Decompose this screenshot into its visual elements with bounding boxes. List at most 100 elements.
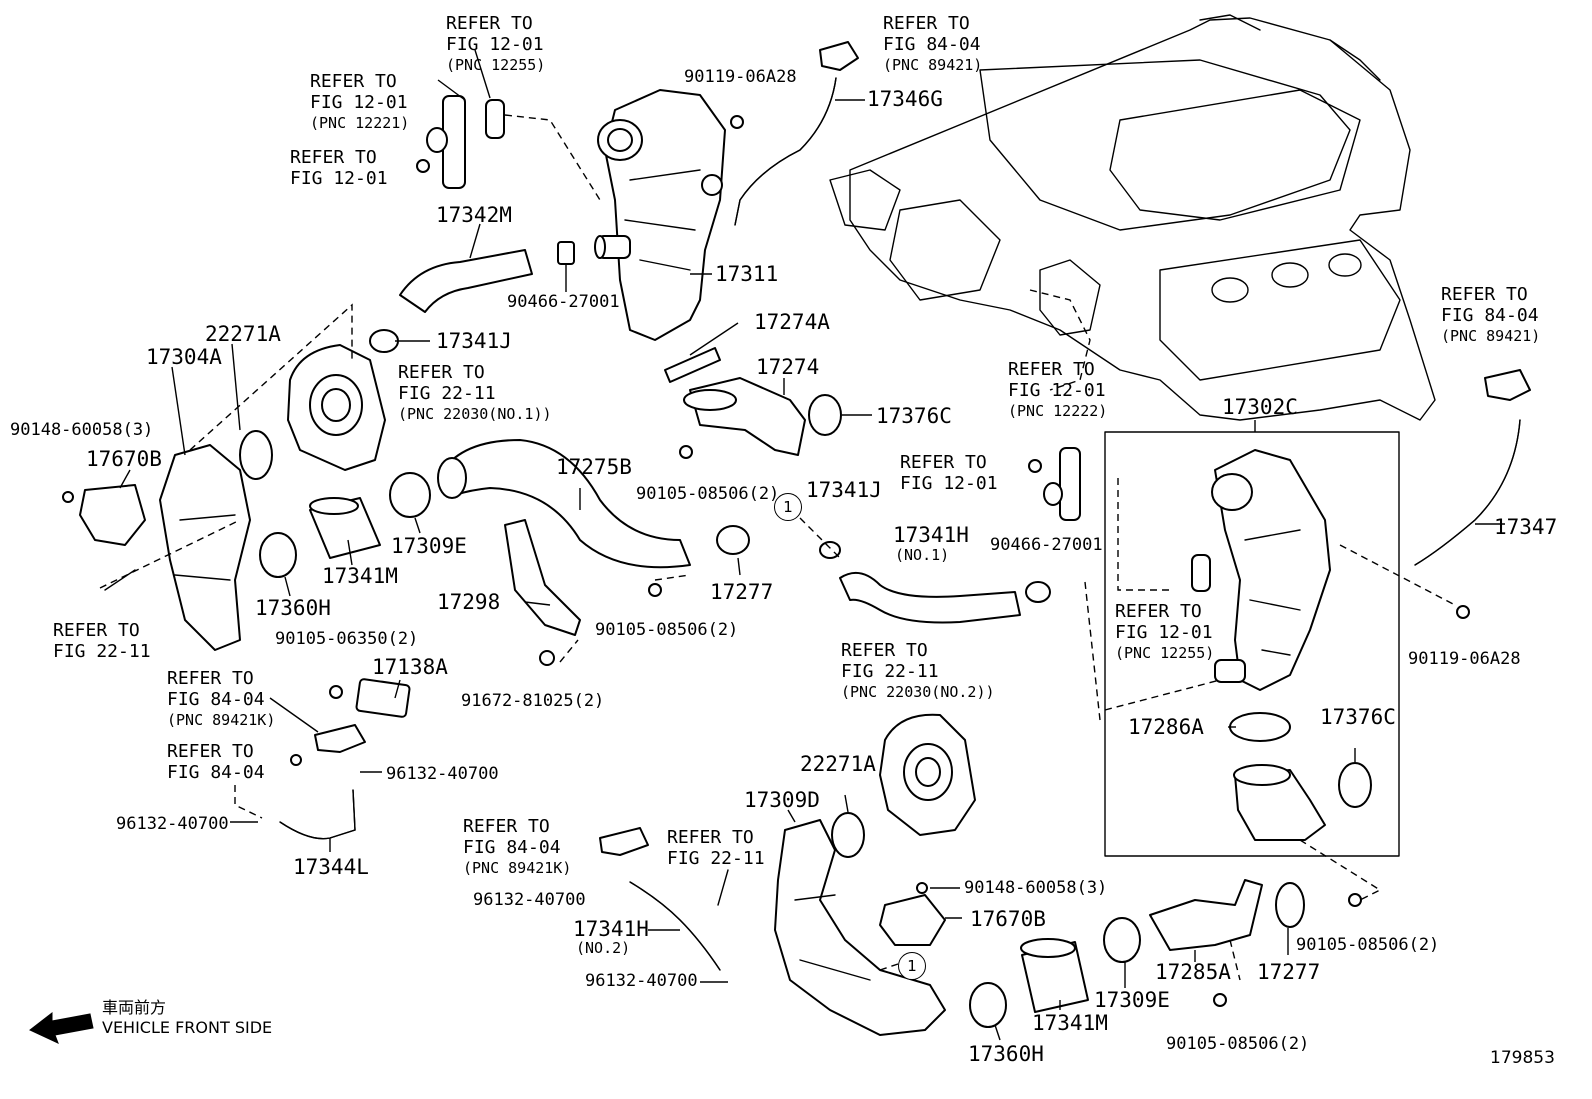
refer-line: REFER TO — [667, 827, 754, 848]
band-17309E-bottom — [1103, 917, 1141, 963]
hose-17342M — [399, 249, 533, 313]
long-bolt-left — [104, 569, 136, 591]
clamp-17341J-mid — [819, 541, 841, 559]
refer-block-r9: REFER TO FIG 12-01 (PNC 12255) — [1115, 601, 1214, 664]
pad-17274A — [664, 347, 721, 383]
gasket-22271A-top — [239, 430, 273, 480]
orientation-en: VEHICLE FRONT SIDE — [102, 1018, 273, 1037]
part-17341M-bottom: 17341M — [1032, 1011, 1108, 1035]
hose-17346G — [734, 77, 837, 226]
clip-90466-top — [557, 241, 575, 265]
refer-block-r7: REFER TO FIG 12-01 — [900, 452, 998, 494]
box-17302C — [1104, 431, 1400, 857]
part-17274: 17274 — [756, 355, 820, 379]
refer-pnc: (PNC 12255) — [446, 56, 546, 74]
part-17341J-mid: 17341J — [806, 478, 882, 502]
bolt-90119-right — [1456, 605, 1470, 619]
throttle-body-no2 — [879, 713, 976, 836]
part-96132-40700-c: 96132-40700 — [473, 890, 586, 910]
vehicle-front-arrow — [29, 1011, 94, 1044]
refer-pnc: (PNC 12221) — [310, 114, 410, 132]
part-90119-06a28-top: 90119-06A28 — [684, 67, 797, 87]
sensor-89421K-left — [314, 724, 366, 753]
gasket-12255-top — [485, 99, 505, 139]
hose-17347 — [1414, 419, 1521, 566]
valve-17670B-bottom — [879, 894, 946, 946]
refer-pnc: (PNC 22030(NO.2)) — [841, 683, 995, 701]
bolt-90105-06350 — [329, 685, 343, 699]
part-17286A: 17286A — [1128, 715, 1204, 739]
part-17138A: 17138A — [372, 655, 448, 679]
outlet-pipe-17302C — [1234, 769, 1326, 841]
gasket-17376C-top — [808, 394, 842, 436]
refer-line: REFER TO — [53, 620, 140, 641]
bolt-90148-bottom — [916, 882, 928, 894]
refer-block-r15: REFER TO FIG 22-11 — [667, 827, 765, 869]
refer-pnc: (PNC 89421K) — [463, 859, 572, 877]
figure-id: 179853 — [1490, 1048, 1555, 1068]
hose-17344L — [279, 789, 356, 840]
refer-block-r5: REFER TO FIG 22-11 (PNC 22030(NO.1)) — [398, 362, 552, 425]
refer-line: REFER TO — [310, 71, 397, 92]
long-bolt-bottom — [717, 869, 729, 906]
refer-block-r3: REFER TO FIG 12-01 (PNC 12221) — [310, 71, 409, 134]
part-90105-08506-bottom: 90105-08506(2) — [1166, 1034, 1310, 1054]
valve-17670B-top — [79, 484, 146, 546]
gasket-22271A-bottom — [831, 812, 865, 858]
refer-block-r11: REFER TO FIG 84-04 (PNC 89421K) — [167, 668, 275, 731]
part-96132-40700-b: 96132-40700 — [116, 814, 229, 834]
refer-line: REFER TO — [883, 13, 970, 34]
part-91672-81025: 91672-81025(2) — [461, 691, 605, 711]
part-17670B-top: 17670B — [86, 447, 162, 471]
gasket-17376C-right — [1338, 762, 1372, 808]
refer-fig: FIG 84-04 — [883, 34, 981, 55]
bolt-84-04-left — [290, 754, 302, 766]
bracket-17138A — [355, 678, 411, 718]
refer-line: REFER TO — [841, 640, 928, 661]
refer-fig: FIG 22-11 — [398, 383, 496, 404]
part-96132-40700-d: 96132-40700 — [585, 971, 698, 991]
refer-fig: FIG 12-01 — [1115, 622, 1213, 643]
refer-pnc: (PNC 89421) — [1441, 327, 1541, 345]
bolt-90119-top — [730, 115, 744, 129]
part-17309D: 17309D — [744, 788, 820, 812]
refer-line: REFER TO — [1441, 284, 1528, 305]
leader-lines — [119, 49, 1505, 1041]
dashed-relation-left — [189, 303, 353, 451]
refer-fig: FIG 22-11 — [841, 661, 939, 682]
bracket-17298 — [504, 519, 581, 636]
part-90148-60058-top: 90148-60058(3) — [10, 420, 154, 440]
part-17309E-top: 17309E — [391, 534, 467, 558]
refer-line: REFER TO — [463, 816, 550, 837]
part-17309E-bottom: 17309E — [1094, 988, 1170, 1012]
refer-block-r12: REFER TO FIG 84-04 — [167, 741, 265, 783]
refer-pnc: (PNC 12222) — [1008, 402, 1108, 420]
bolt-90105-mid — [648, 583, 662, 597]
part-17341M-top: 17341M — [322, 564, 398, 588]
orientation-jp: 車両前方 — [102, 998, 167, 1017]
sensor-89421-right — [1484, 369, 1531, 401]
bolt-90148-top — [62, 491, 74, 503]
part-17275B: 17275B — [556, 455, 632, 479]
refer-line: REFER TO — [446, 13, 533, 34]
part-17376C-right: 17376C — [1320, 705, 1396, 729]
part-17298: 17298 — [437, 590, 501, 614]
refer-fig: FIG 12-01 — [446, 34, 544, 55]
duct-17275B — [439, 439, 691, 569]
part-17311: 17311 — [715, 262, 779, 286]
refer-pnc: (PNC 89421K) — [167, 711, 276, 729]
refer-line: REFER TO — [900, 452, 987, 473]
refer-fig: FIG 84-04 — [463, 837, 561, 858]
bolt-91672 — [539, 650, 555, 666]
refer-line: REFER TO — [167, 741, 254, 762]
refer-pnc: (PNC 22030(NO.1)) — [398, 405, 552, 423]
refer-block-r1: REFER TO FIG 12-01 (PNC 12255) — [446, 13, 545, 76]
throttle-body-no1 — [287, 344, 386, 471]
part-17277-top: 17277 — [710, 580, 774, 604]
part-17360H-top: 17360H — [255, 596, 331, 620]
part-90466-27001-mid: 90466-27001 — [990, 535, 1103, 555]
refer-line: REFER TO — [167, 668, 254, 689]
refer-block-r6: REFER TO FIG 12-01 (PNC 12222) — [1008, 359, 1107, 422]
part-17341H-no2: 17341H — [573, 917, 649, 941]
